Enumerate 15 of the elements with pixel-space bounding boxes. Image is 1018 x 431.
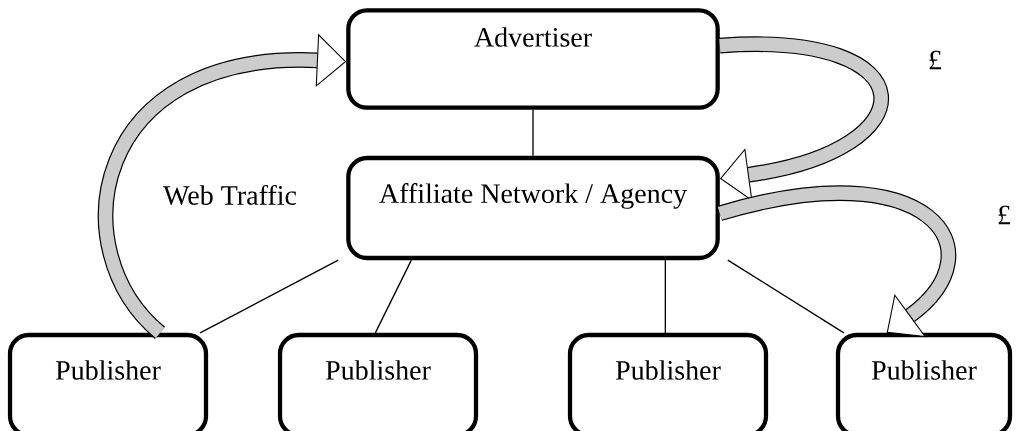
- curved-arrow: [717, 185, 956, 338]
- process-box: Publisher: [7, 332, 209, 431]
- edge-label: £: [926, 49, 944, 71]
- process-box: Publisher: [277, 332, 479, 431]
- connector-line: [374, 259, 412, 334]
- process-box: Publisher: [567, 332, 769, 431]
- process-box: Affiliate Network / Agency: [346, 155, 720, 261]
- connector-line: [199, 259, 339, 334]
- connector-line: [664, 259, 666, 334]
- connector-line: [532, 109, 534, 157]
- edge-label: £: [995, 204, 1013, 226]
- process-box: Advertiser: [346, 8, 720, 110]
- edge-label: Web Traffic: [161, 183, 299, 207]
- connector-line: [727, 259, 845, 334]
- process-box: Publisher: [835, 332, 1013, 431]
